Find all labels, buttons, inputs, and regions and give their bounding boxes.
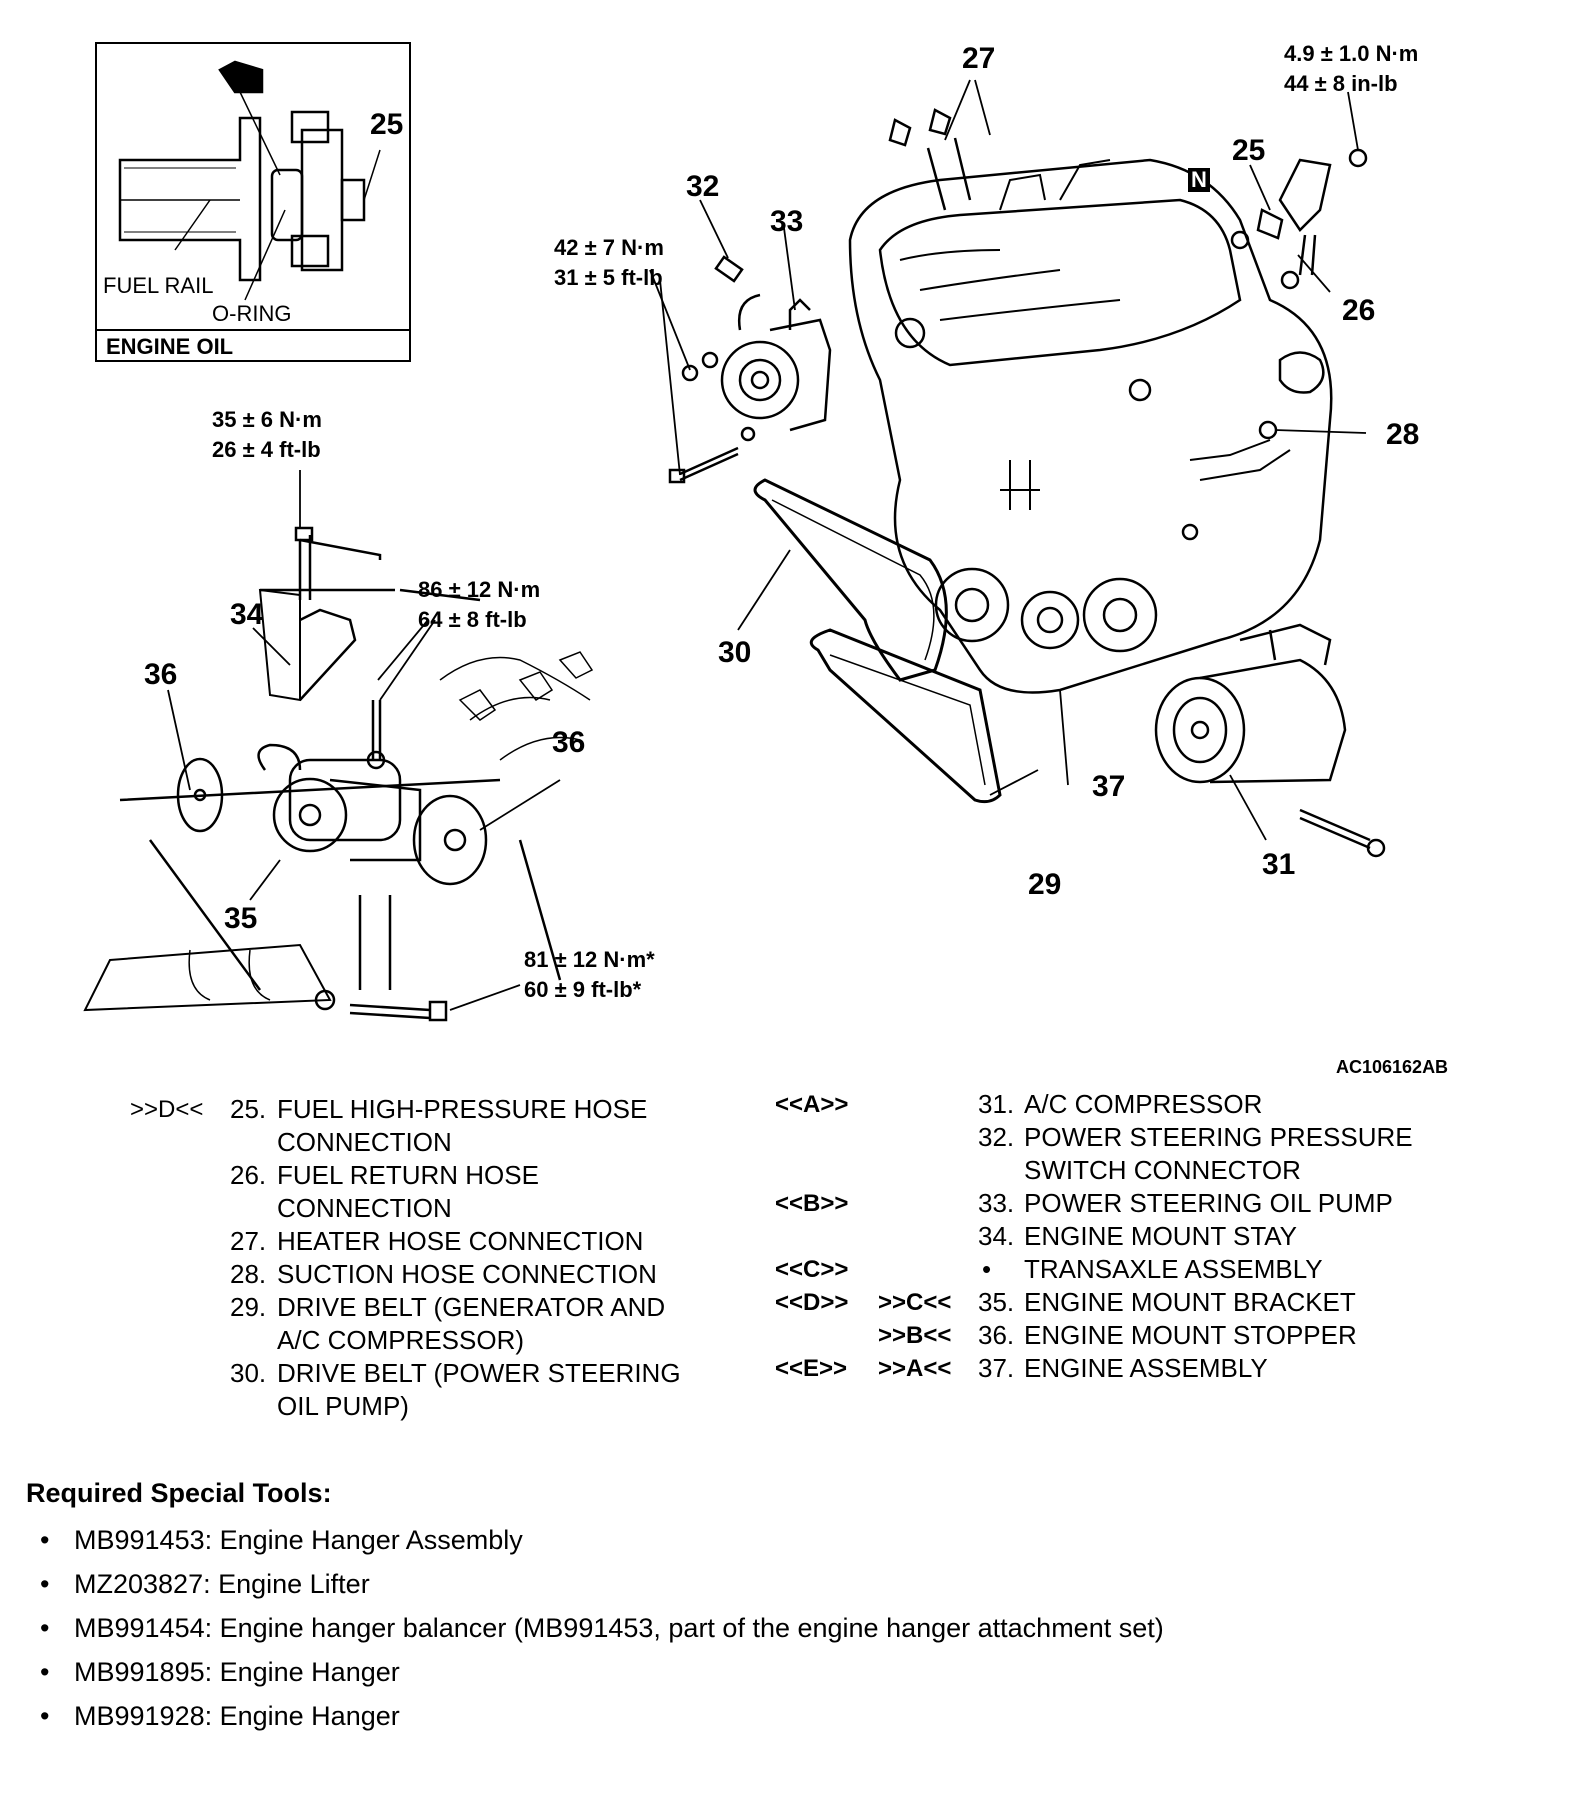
legend-tag: <<B>> <box>775 1190 849 1217</box>
legend-num: 31. <box>978 1089 1015 1119</box>
legend-num: 34. <box>978 1221 1015 1251</box>
torque-33-nm: 42 ± 7 N·m <box>554 235 664 260</box>
leader-lines <box>167 79 1367 1011</box>
callout-26: 26 <box>1342 294 1376 327</box>
special-tools-title: Required Special Tools: <box>26 1478 332 1508</box>
callout-36-left: 36 <box>144 658 178 691</box>
legend-text: SWITCH CONNECTOR <box>1024 1155 1301 1185</box>
legend-bullet: • <box>982 1254 992 1284</box>
legend-tag: >>C<< <box>878 1289 952 1316</box>
torque-25-nm: 4.9 ± 1.0 N·m <box>1284 41 1419 66</box>
torque-34-ftlb: 26 ± 4 ft-lb <box>212 437 321 462</box>
legend-tag: >>B<< <box>878 1322 952 1349</box>
list-item: MB991928: Engine Hanger <box>40 1694 1164 1738</box>
torque-34-nm: 35 ± 6 N·m <box>212 407 322 432</box>
legend-text: ENGINE MOUNT STAY <box>1024 1221 1298 1251</box>
legend-num: 26. <box>230 1160 267 1190</box>
legend-text: TRANSAXLE ASSEMBLY <box>1024 1254 1323 1284</box>
callout-34: 34 <box>230 598 264 631</box>
special-tools-list: MB991453: Engine Hanger Assembly MZ20382… <box>40 1518 1164 1738</box>
callout-25: 25 <box>1232 134 1266 167</box>
list-item: MB991453: Engine Hanger Assembly <box>40 1518 1164 1562</box>
legend-text: CONNECTION <box>277 1127 452 1157</box>
callout-35: 35 <box>224 902 258 935</box>
callout-27: 27 <box>962 42 996 75</box>
legend-tag: <<A>> <box>775 1091 849 1118</box>
torque-35-ftlb: 64 ± 8 ft-lb <box>418 607 527 632</box>
legend-num: 36. <box>978 1320 1015 1350</box>
legend-tag: <<E>> <box>775 1355 848 1382</box>
callout-32: 32 <box>686 170 720 203</box>
inset-callout-25: 25 <box>370 108 404 141</box>
legend-tag: <<C>> <box>775 1256 849 1283</box>
legend-num: 35. <box>978 1287 1015 1317</box>
legend-text: ENGINE MOUNT STOPPER <box>1024 1320 1357 1350</box>
callout-33: 33 <box>770 205 804 238</box>
legend-num: 25. <box>230 1094 267 1124</box>
torque-35-nm: 86 ± 12 N·m <box>418 577 541 602</box>
callout-28: 28 <box>1386 418 1420 451</box>
heater-hose-drawing <box>888 108 972 211</box>
legend-text: CONNECTION <box>277 1193 452 1223</box>
legend-num: 27. <box>230 1226 267 1256</box>
legend-text: A/C COMPRESSOR) <box>277 1325 525 1355</box>
callout-30: 30 <box>718 636 752 669</box>
callout-29: 29 <box>1028 868 1062 901</box>
legend-text: SUCTION HOSE CONNECTION <box>277 1259 657 1289</box>
legend-text: POWER STEERING PRESSURE <box>1024 1122 1413 1152</box>
torque-33-ftlb: 31 ± 5 ft-lb <box>554 265 663 290</box>
fuel-rail-label: FUEL RAIL <box>103 273 214 298</box>
legend-num: 30. <box>230 1358 267 1388</box>
new-part-mark: N <box>1188 167 1210 193</box>
engine-assembly-drawing <box>848 158 1333 694</box>
legend-text: POWER STEERING OIL PUMP <box>1024 1188 1393 1218</box>
torque-25-inlb: 44 ± 8 in-lb <box>1284 71 1398 96</box>
o-ring-label: O-RING <box>212 301 292 326</box>
legend-num: 29. <box>230 1292 267 1322</box>
ac-compressor-drawing <box>1154 623 1386 858</box>
legend-text: ENGINE ASSEMBLY <box>1024 1353 1268 1383</box>
engine-mount-drawing <box>83 526 594 1022</box>
list-item: MZ203827: Engine Lifter <box>40 1562 1164 1606</box>
power-steering-pump-drawing <box>668 255 832 484</box>
exploded-diagram <box>83 42 1386 1022</box>
legend-num: 28. <box>230 1259 267 1289</box>
legend-num: 32. <box>978 1122 1015 1152</box>
legend-text: DRIVE BELT (GENERATOR AND <box>277 1292 666 1322</box>
fuel-rail-inset-drawing <box>95 42 411 362</box>
legend-num: 33. <box>978 1188 1015 1218</box>
legend-tag: >>D<< <box>130 1096 204 1123</box>
callout-31: 31 <box>1262 848 1296 881</box>
list-item: MB991454: Engine hanger balancer (MB9914… <box>40 1606 1164 1650</box>
torque-bolt-ftlb: 60 ± 9 ft-lb* <box>524 977 642 1002</box>
legend-text: FUEL HIGH-PRESSURE HOSE <box>277 1094 648 1124</box>
legend-num: 37. <box>978 1353 1015 1383</box>
legend-text: A/C COMPRESSOR <box>1024 1089 1263 1119</box>
callout-37: 37 <box>1092 770 1126 803</box>
callout-36-right: 36 <box>552 726 586 759</box>
figure-id: AC106162AB <box>1336 1057 1449 1077</box>
engine-oil-label: ENGINE OIL <box>106 334 234 359</box>
legend-tag: >>A<< <box>878 1355 952 1382</box>
legend-text: OIL PUMP) <box>277 1391 409 1421</box>
torque-bolt-nm: 81 ± 12 N·m* <box>524 947 655 972</box>
legend-text: DRIVE BELT (POWER STEERING <box>277 1358 681 1388</box>
drive-belts-drawing <box>753 478 1002 804</box>
legend-text: HEATER HOSE CONNECTION <box>277 1226 644 1256</box>
legend-text: FUEL RETURN HOSE <box>277 1160 539 1190</box>
legend-text: ENGINE MOUNT BRACKET <box>1024 1287 1356 1317</box>
list-item: MB991895: Engine Hanger <box>40 1650 1164 1694</box>
legend-tag: <<D>> <box>775 1289 849 1316</box>
